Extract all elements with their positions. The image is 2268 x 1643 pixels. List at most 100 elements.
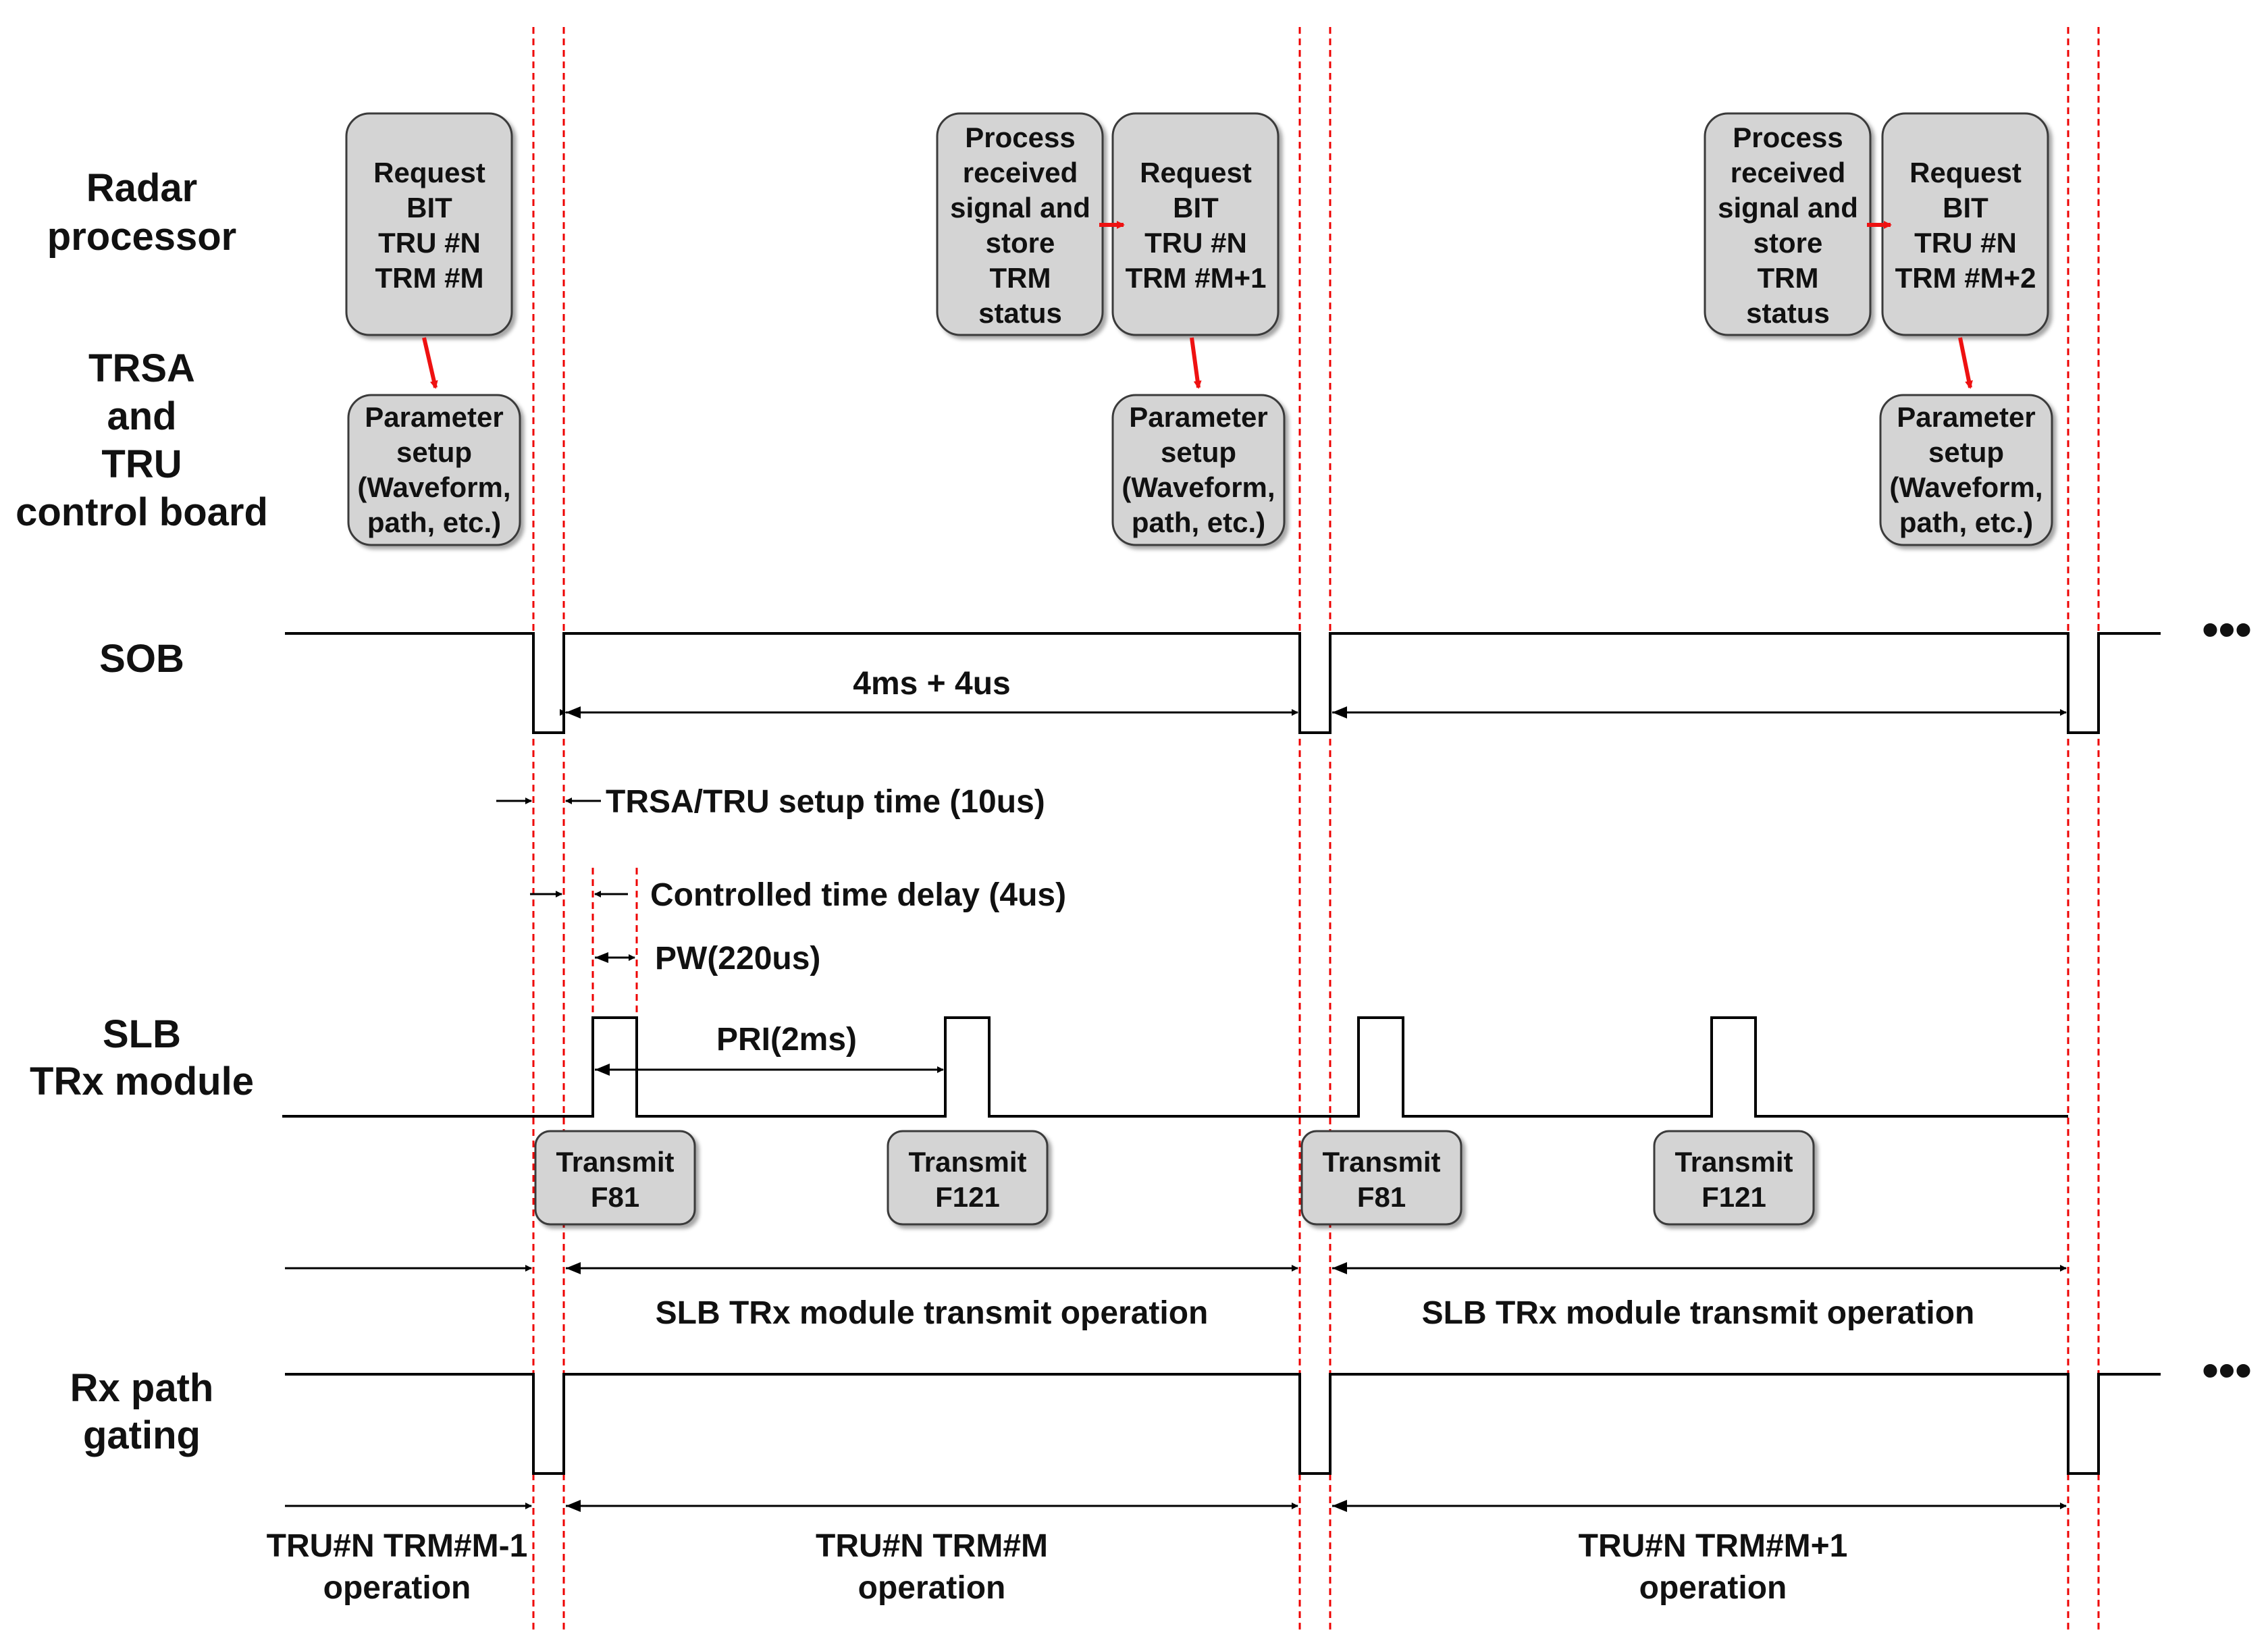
text-line: processor <box>47 215 236 259</box>
text-line: operation <box>1639 1570 1787 1606</box>
text-line: Transmit <box>1322 1146 1440 1178</box>
transmit-operation-label: SLB TRx module transmit operation <box>656 1295 1209 1331</box>
text-line: TRM <box>990 262 1051 294</box>
text-line: signal and <box>1718 192 1858 224</box>
text-line: Transmit <box>908 1146 1026 1178</box>
text-line: TRU#N TRM#M <box>816 1528 1048 1564</box>
text-line: TRSA <box>88 346 195 390</box>
text-line: TRU#N TRM#M+1 <box>1579 1528 1848 1564</box>
sob-period-label: 4ms + 4us <box>853 666 1010 702</box>
slb-waveform <box>282 1016 2068 1118</box>
text-line: store <box>986 227 1055 259</box>
continuation-dots: ••• <box>2202 1344 2252 1397</box>
text-line: BIT <box>406 192 452 224</box>
setup-time-label: TRSA/TRU setup time (10us) <box>606 784 1045 820</box>
operation-label: TRU#N TRM#M operation <box>816 1528 1048 1606</box>
operation-labels: TRU#N TRM#M-1 operation TRU#N TRM#M operat… <box>267 1528 1848 1606</box>
text-line: Process <box>965 122 1075 153</box>
text-line: received <box>963 157 1078 188</box>
text-line: Request <box>1140 157 1252 188</box>
text-line: (Waveform, <box>357 471 510 503</box>
text-line: (Waveform, <box>1122 471 1275 503</box>
text-line: signal and <box>950 192 1090 224</box>
row-label-sob: SOB <box>99 637 184 681</box>
pulse-width-arrowhead <box>595 952 608 963</box>
pri-label: PRI(2ms) <box>716 1022 857 1058</box>
text-line: status <box>1746 297 1830 329</box>
text-line: TRU <box>101 442 182 486</box>
text-line: TRU#N TRM#M-1 <box>267 1528 528 1564</box>
text-line: TRU #N <box>1914 227 2017 259</box>
text-line: setup <box>396 436 472 468</box>
text-line: TRU #N <box>378 227 481 259</box>
text-line: TRM #M+1 <box>1126 262 1267 294</box>
text-line: TRM #M+2 <box>1895 262 2036 294</box>
text-line: F121 <box>1702 1181 1766 1213</box>
transmit-operation-label: SLB TRx module transmit operation <box>1422 1295 1975 1331</box>
request-to-setup-arrow <box>1190 337 1202 389</box>
text-line: TRM <box>1758 262 1819 294</box>
text-line: F121 <box>935 1181 1000 1213</box>
text-line: operation <box>323 1570 471 1606</box>
text-line: operation <box>858 1570 1006 1606</box>
text-line: Request <box>373 157 485 188</box>
text-line: control board <box>16 490 268 534</box>
text-line: (Waveform, <box>1889 471 2042 503</box>
text-line: Process <box>1733 122 1843 153</box>
text-line: BIT <box>1173 192 1219 224</box>
text-line: and <box>107 394 176 438</box>
request-to-setup-arrow <box>1958 337 1973 389</box>
text-line: Transmit <box>1674 1146 1793 1178</box>
text-line: Parameter <box>1897 401 2035 433</box>
text-line: F81 <box>1357 1181 1406 1213</box>
text-line: setup <box>1161 436 1236 468</box>
time-delay-label: Controlled time delay (4us) <box>650 877 1066 913</box>
operation-label: TRU#N TRM#M-1 operation <box>267 1528 528 1606</box>
text-line: SOB <box>99 637 184 681</box>
text-line: F81 <box>591 1181 639 1213</box>
text-line: status <box>978 297 1062 329</box>
text-line: TRU #N <box>1144 227 1247 259</box>
text-line: Request <box>1909 157 2022 188</box>
operation-label: TRU#N TRM#M+1 operation <box>1579 1528 1848 1606</box>
text-line: gating <box>83 1413 201 1457</box>
timing-guide-lines <box>532 27 2100 1634</box>
text-line: SLB <box>103 1012 181 1056</box>
text-line: setup <box>1928 436 2004 468</box>
rx-gating-waveform <box>285 1373 2161 1475</box>
request-to-setup-arrow <box>422 337 438 389</box>
text-line: TRM #M <box>375 262 484 294</box>
text-line: BIT <box>1943 192 1988 224</box>
text-line: TRx module <box>30 1060 254 1103</box>
continuation-dots: ••• <box>2202 603 2252 656</box>
text-line: path, etc.) <box>1899 506 2033 538</box>
pulse-width-label: PW(220us) <box>655 941 820 976</box>
pri-arrowhead <box>595 1064 610 1076</box>
